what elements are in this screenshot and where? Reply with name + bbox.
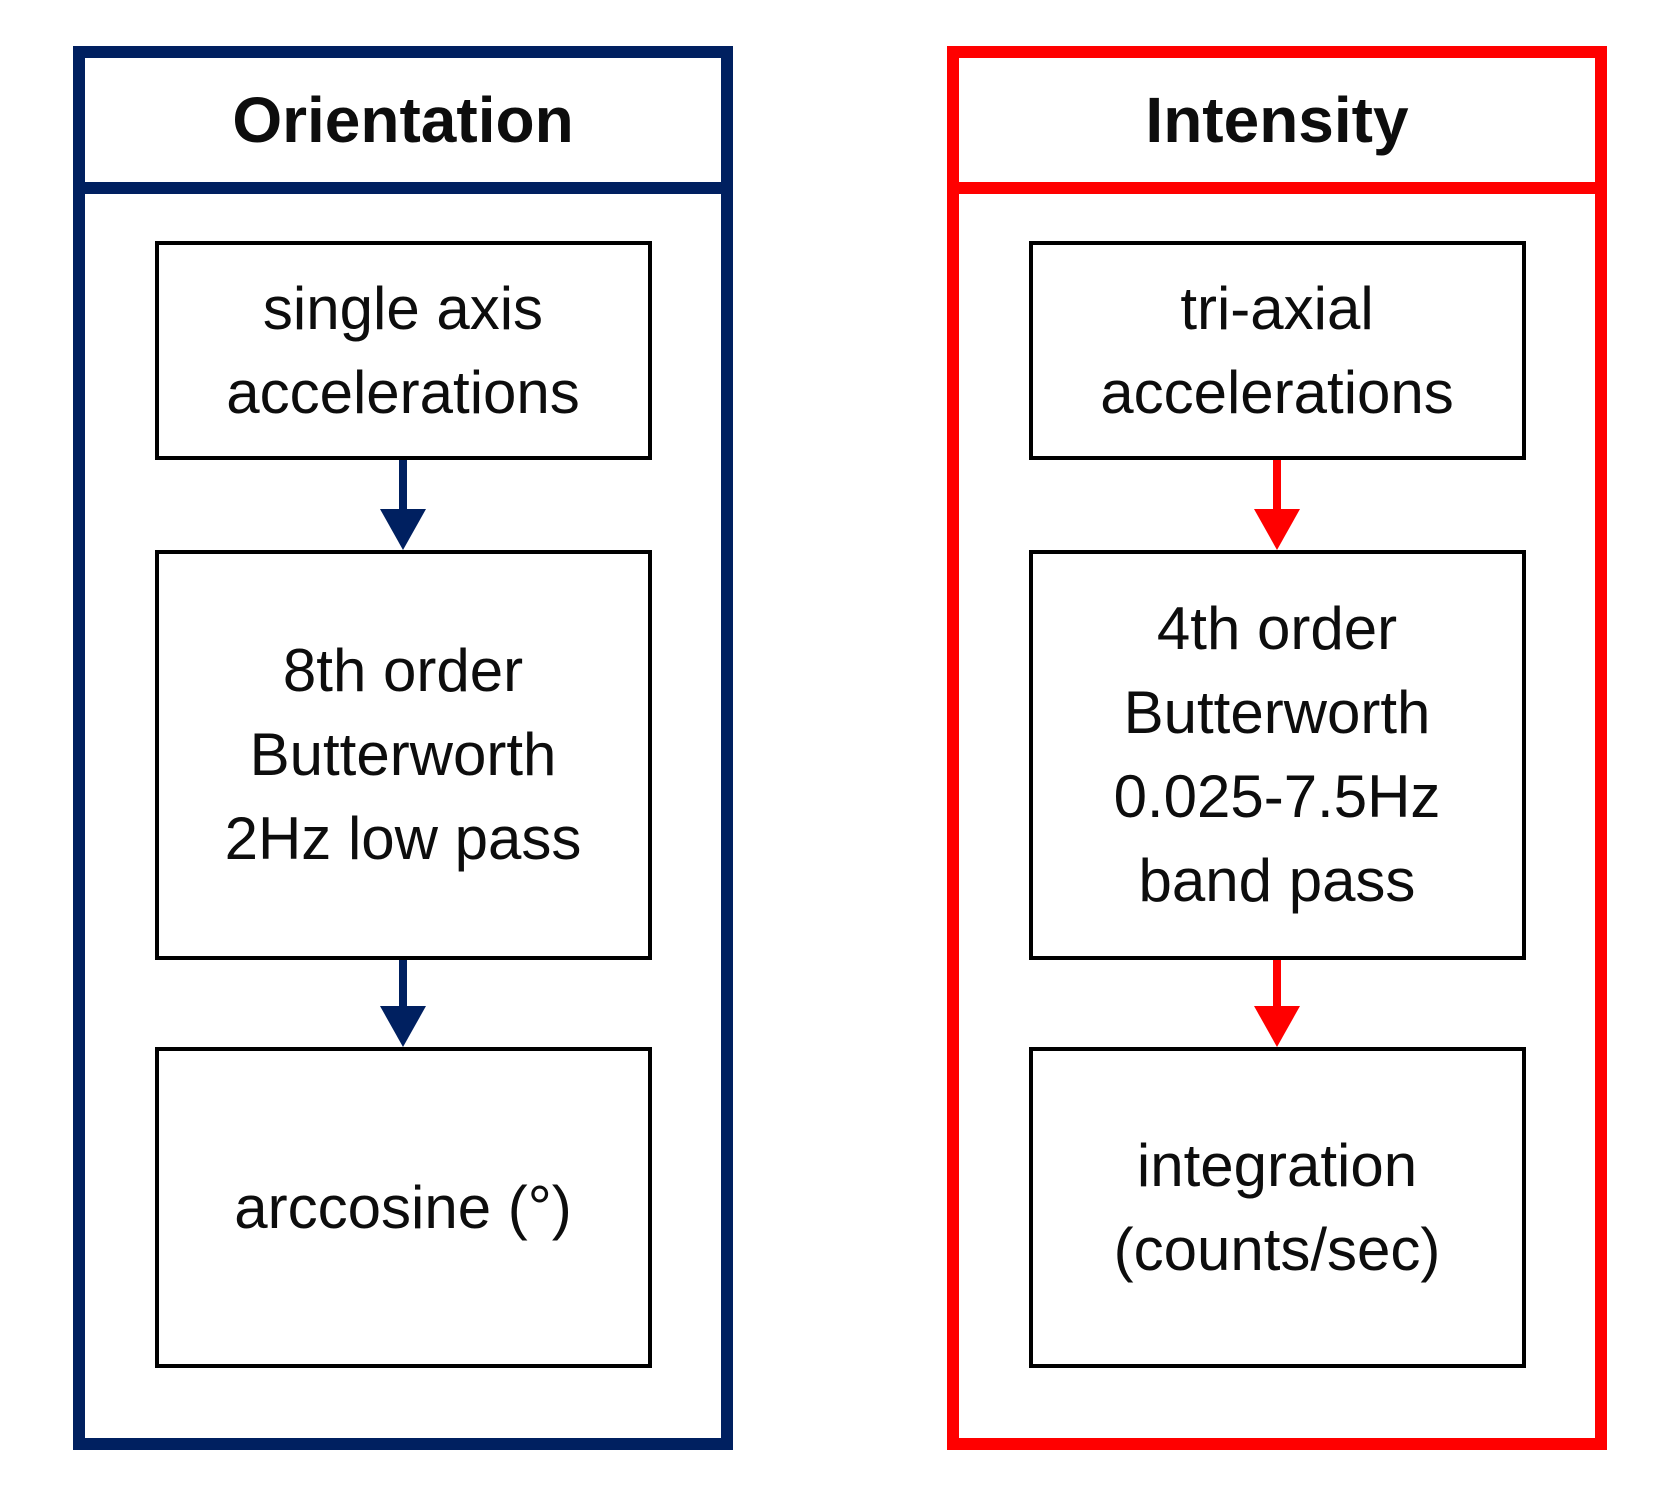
intensity-panel: Intensity tri-axial accelerations 4th or… [947,46,1607,1450]
arrow-stem [1273,960,1281,1009]
down-arrow-icon [373,960,433,1047]
orientation-panel: Orientation single axis accelerations 8t… [73,46,733,1450]
orientation-filter-node: 8th order Butterworth 2Hz low pass [154,550,652,960]
intensity-filter-node: 4th order Butterworth 0.025-7.5Hz band p… [1028,550,1526,960]
node-text-line: single axis [262,274,544,342]
node-text-line: band pass [1138,847,1416,914]
orientation-output-node: arccosine (°) [154,1047,652,1368]
intensity-panel-title: Intensity [1145,84,1409,156]
arrow-stem [399,960,407,1009]
node-text-line: 2Hz low pass [224,805,582,872]
node-text-line: (counts/sec) [1113,1215,1441,1283]
node-text-line: tri-axial [1180,274,1374,342]
arrow-head [1254,509,1300,550]
orientation-panel-title: Orientation [232,84,574,156]
arrow-head [380,509,426,550]
node-text-line: 4th order [1156,595,1398,662]
node-text-line: 8th order [282,637,524,704]
down-arrow-icon [1247,960,1307,1047]
intensity-panel-body: tri-axial accelerations 4th order Butter… [959,194,1595,1438]
orientation-input-node: single axis accelerations [154,241,652,460]
orientation-panel-header: Orientation [85,58,721,194]
node-text-line: Butterworth [1123,679,1431,746]
intensity-output-node: integration (counts/sec) [1028,1047,1526,1368]
down-arrow-icon [1247,460,1307,550]
node-text-line: accelerations [226,358,580,426]
intensity-panel-header: Intensity [959,58,1595,194]
node-text-line: arccosine (°) [234,1173,572,1241]
arrow-head [380,1006,426,1047]
arrow-stem [1273,460,1281,512]
down-arrow-icon [373,460,433,550]
orientation-panel-body: single axis accelerations 8th order Butt… [85,194,721,1438]
node-text-line: accelerations [1100,358,1454,426]
node-text-line: Butterworth [249,721,557,788]
node-text-line: integration [1136,1131,1418,1199]
arrow-head [1254,1006,1300,1047]
intensity-input-node: tri-axial accelerations [1028,241,1526,460]
node-text-line: 0.025-7.5Hz [1113,763,1441,830]
arrow-stem [399,460,407,512]
